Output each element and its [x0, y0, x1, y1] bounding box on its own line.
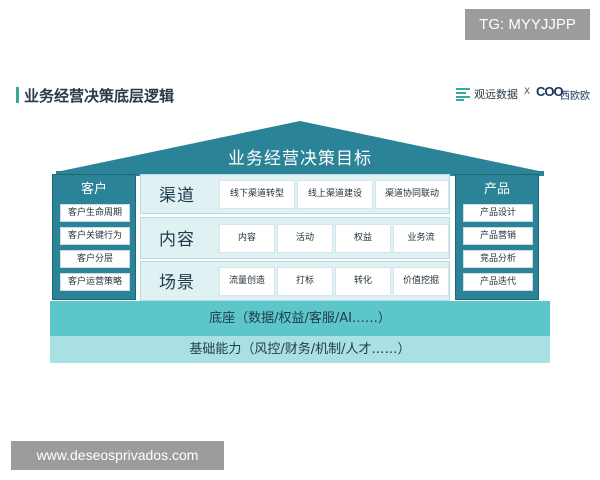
content-row: 内容 内容 活动 权益 业务流 [140, 217, 450, 259]
logo-separator: X [524, 87, 531, 97]
scene-item: 流量创造 [219, 267, 275, 296]
guanyuan-logo-icon [456, 88, 470, 101]
channel-item: 渠道协同联动 [375, 180, 449, 209]
customer-item: 客户运营策略 [60, 273, 130, 291]
coo-logo: COO [536, 84, 564, 99]
channel-item: 线下渠道转型 [219, 180, 295, 209]
scene-row-label: 场景 [159, 273, 195, 293]
customer-item: 客户关键行为 [60, 227, 130, 245]
content-item: 业务流 [393, 224, 449, 253]
capability-layer: 基础能力（风控/财务/机制/人才……） [50, 336, 550, 363]
product-panel-title: 产品 [483, 182, 510, 197]
scene-row: 场景 流量创造 打标 转化 价值挖掘 [140, 261, 450, 301]
channel-row-label: 渠道 [159, 186, 195, 206]
content-item: 内容 [219, 224, 275, 253]
page-title: 业务经营决策底层逻辑 [24, 87, 175, 105]
content-item: 活动 [277, 224, 333, 253]
base-layer: 底座（数据/权益/客服/AI……） [50, 301, 550, 336]
channel-item: 线上渠道建设 [297, 180, 373, 209]
watermark-tg: TG: MYYJJPP [465, 9, 590, 40]
scene-item: 打标 [277, 267, 333, 296]
content-row-label: 内容 [159, 230, 195, 250]
logo-partner-name: 西欧欧 [560, 91, 590, 102]
product-item: 产品营销 [463, 227, 533, 245]
customer-panel: 客户 客户生命周期 客户关键行为 客户分层 客户运营策略 [52, 174, 136, 300]
customer-item: 客户生命周期 [60, 204, 130, 222]
product-item: 产品迭代 [463, 273, 533, 291]
roof-title: 业务经营决策目标 [228, 149, 372, 169]
title-accent-bar [16, 87, 19, 103]
customer-item: 客户分层 [60, 250, 130, 268]
product-panel: 产品 产品设计 产品营销 竞品分析 产品迭代 [455, 174, 539, 300]
content-item: 权益 [335, 224, 391, 253]
scene-item: 转化 [335, 267, 391, 296]
watermark-url: www.deseosprivados.com [11, 441, 224, 470]
logo-name: 观远数据 [474, 88, 518, 101]
product-item: 产品设计 [463, 204, 533, 222]
product-item: 竞品分析 [463, 250, 533, 268]
scene-item: 价值挖掘 [393, 267, 449, 296]
customer-panel-title: 客户 [80, 182, 107, 197]
channel-row: 渠道 线下渠道转型 线上渠道建设 渠道协同联动 [140, 174, 450, 214]
